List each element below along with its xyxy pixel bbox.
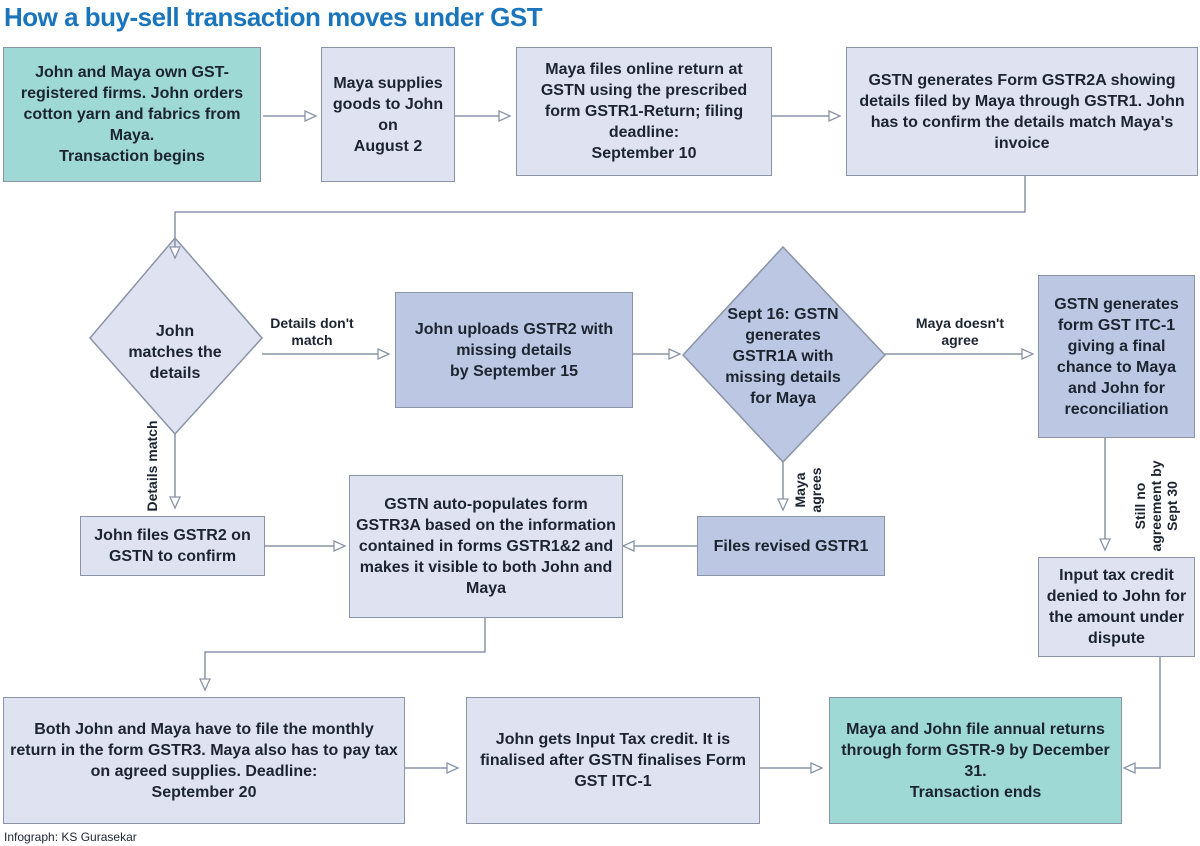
page-title: How a buy-sell transaction moves under G…: [4, 2, 543, 32]
step-transaction-begins: John and Maya own GST-registered firms. …: [3, 47, 261, 182]
step-text: Both John and Maya have to file the mont…: [10, 720, 398, 780]
step-text: Maya files online return at GSTN using t…: [540, 61, 748, 141]
step-maya-supplies: Maya supplies goods to John on August 2: [321, 47, 455, 182]
infograph-credit: Infograph: KS Gurasekar: [4, 830, 137, 844]
step-text: John uploads GSTR2 with missing details: [414, 320, 614, 359]
step-gstn-auto-populates: GSTN auto-populates form GSTR3A based on…: [349, 475, 623, 618]
step-bold: August 2: [353, 137, 423, 155]
step-input-tax-credit-denied: Input tax credit denied to John for the …: [1038, 557, 1195, 657]
step-transaction-ends: Maya and John file annual returns throug…: [829, 697, 1122, 824]
decision-gstr1a: Sept 16: GSTN generates GSTR1A with miss…: [725, 305, 841, 407]
label-still-no-agreement: Still no agreement by Sept 30: [1132, 460, 1180, 552]
label-details-dont-match: Details don't match: [270, 315, 354, 348]
step-text: Input tax credit denied to John for the …: [1046, 567, 1187, 647]
step-john-gets-itc: John gets Input Tax credit. It is finali…: [466, 697, 760, 824]
step-bold: September 10: [591, 145, 697, 162]
step-text: John and Maya own GST-registered firms. …: [20, 64, 244, 144]
label-maya-doesnt-agree: Maya doesn't agree: [915, 315, 1005, 348]
step-text: John gets Input Tax credit. It is finali…: [480, 731, 746, 790]
step-text: GSTN generates Form GSTR2A showing detai…: [859, 71, 1185, 152]
step-bold: September 20: [151, 783, 257, 801]
step-john-files-gstr2: John files GSTR2 on GSTN to confirm: [80, 516, 265, 576]
step-text: GSTN generates form GST ITC-1 giving a f…: [1054, 295, 1179, 418]
step-bold: by September 15: [449, 362, 579, 380]
step-text: Files revised GSTR1: [713, 537, 869, 555]
step-text: GSTN auto-populates form GSTR3A based on…: [356, 496, 616, 597]
step-gstn-generates-gstr2a: GSTN generates Form GSTR2A showing detai…: [846, 47, 1198, 176]
step-john-uploads-gstr2: John uploads GSTR2 with missing details …: [395, 292, 633, 408]
step-files-revised-gstr1: Files revised GSTR1: [697, 516, 885, 576]
step-text: John files GSTR2 on GSTN to confirm: [94, 527, 251, 565]
step-text: Maya supplies goods to John on: [332, 74, 444, 134]
label-details-match: Details match: [144, 420, 160, 512]
step-monthly-return-gstr3: Both John and Maya have to file the mont…: [3, 697, 405, 824]
decision-john-matches: John matches the details: [128, 322, 222, 382]
step-gst-itc1: GSTN generates form GST ITC-1 giving a f…: [1038, 275, 1195, 438]
step-bold: Transaction begins: [59, 148, 205, 165]
step-maya-files-gstr1: Maya files online return at GSTN using t…: [516, 47, 772, 176]
step-bold: Transaction ends: [909, 783, 1042, 801]
step-text: Maya and John file annual returns throug…: [841, 720, 1110, 780]
